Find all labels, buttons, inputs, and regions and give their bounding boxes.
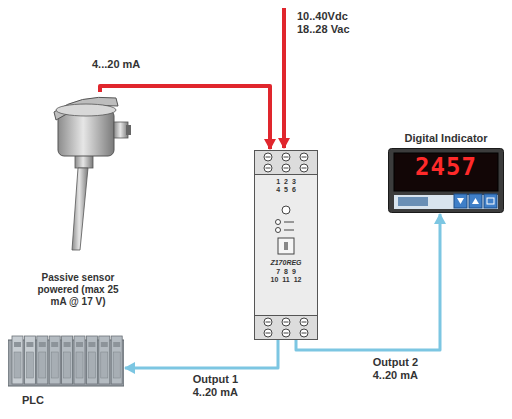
signal-connector bbox=[100, 86, 270, 149]
edge-label: Output 2 4..20 mA bbox=[356, 356, 418, 382]
edge-label: Output 1 4..20 mA bbox=[176, 373, 238, 399]
terminal-numbers: 7 8 9 bbox=[254, 268, 318, 276]
indicator-title: Digital Indicator bbox=[388, 132, 504, 145]
power-line bbox=[282, 8, 286, 148]
terminal-numbers: 1 2 3 bbox=[254, 178, 318, 186]
digital-indicator: Digital Indicator 2457 bbox=[388, 132, 504, 213]
edge-label: 4...20 mA bbox=[92, 58, 158, 71]
plc-rack-art bbox=[8, 334, 124, 388]
terminal-numbers: 10 11 12 bbox=[254, 276, 318, 284]
display-value: 2457 bbox=[394, 154, 498, 180]
plc-rack: PLC bbox=[8, 334, 124, 410]
sensor-node-art bbox=[20, 92, 135, 262]
module-model: Z170REG bbox=[254, 258, 318, 267]
plc-title: PLC bbox=[8, 394, 58, 407]
sensor-caption: Passive sensor powered (max 25 mA @ 17 V… bbox=[28, 272, 128, 308]
supply-label: 10..40Vdc 18..28 Vac bbox=[297, 10, 363, 36]
terminal-numbers: 4 5 6 bbox=[254, 186, 318, 194]
signal-connector bbox=[125, 340, 278, 368]
sensor-node: Passive sensor powered (max 25 mA @ 17 V… bbox=[20, 92, 135, 310]
